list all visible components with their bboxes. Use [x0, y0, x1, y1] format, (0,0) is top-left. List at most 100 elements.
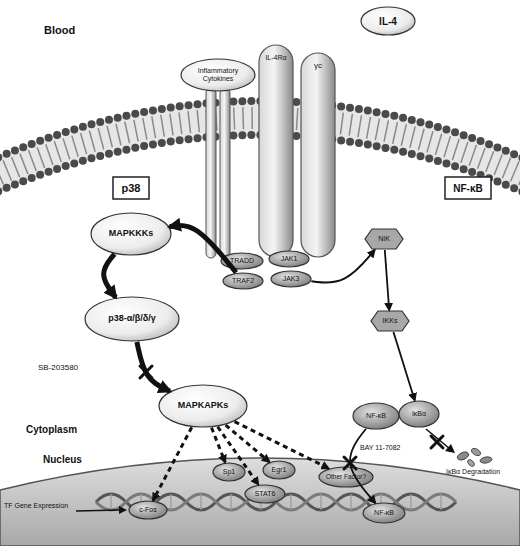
- transcription-factor: Other Factor?: [318, 466, 374, 488]
- node-outline: [445, 177, 491, 199]
- signal-arrow: [137, 342, 170, 391]
- kinase-ellipse: MAPKAPKs: [158, 384, 248, 428]
- annotation-label: BAY 11-7082: [360, 444, 422, 452]
- signal-arrow: [385, 250, 389, 310]
- node-text: IκBα: [409, 410, 429, 418]
- node-outline: [91, 213, 171, 255]
- node-outline: [85, 297, 179, 341]
- ligand-ellipse: IL-4: [360, 6, 416, 36]
- node-text: IL-4Rα: [262, 54, 289, 62]
- transcription-factor: Sp1: [212, 462, 246, 482]
- node-text: TRAF2: [229, 277, 257, 285]
- node-text: c-Fos: [136, 506, 160, 514]
- pathway-label: p38: [112, 176, 150, 200]
- receptor-chain: γc: [300, 52, 336, 258]
- signal-arrow: [311, 250, 374, 282]
- receptor-rod: [220, 88, 230, 258]
- node-text: NF-κB: [450, 183, 485, 194]
- transcription-factor: NF-κB: [352, 402, 400, 430]
- node-text: Nucleus: [40, 454, 85, 465]
- node-text: Sp1: [220, 468, 238, 476]
- node-outline: [259, 45, 293, 257]
- arrow-head: [119, 506, 127, 514]
- receptor-stalk: [206, 88, 230, 258]
- node-text: Inflammatory Cytokines: [180, 67, 256, 82]
- node-outline: [129, 501, 167, 519]
- node-shape: [258, 44, 294, 258]
- node-outline: [223, 273, 263, 289]
- kinase-ellipse: p38-α/β/δ/γ: [84, 296, 180, 342]
- node-outline: [319, 467, 373, 487]
- adaptor-protein: TRAF2: [222, 272, 264, 290]
- node-text: p38-α/β/δ/γ: [105, 314, 159, 324]
- signal-arrow: [104, 254, 116, 297]
- signal-arrow: [212, 428, 226, 463]
- inhibition-x: [344, 457, 356, 469]
- inhibitor-protein: IκBα: [398, 400, 440, 428]
- node-outline: [301, 53, 335, 257]
- arrow-head: [445, 444, 455, 453]
- node-text: IKKs: [380, 317, 401, 325]
- node-outline: [363, 503, 405, 523]
- node-outline: [213, 463, 245, 481]
- transcription-factor: c-Fos: [128, 500, 168, 520]
- node-text: MAPKAPKs: [175, 401, 232, 411]
- node-outline: [0, 458, 520, 546]
- receptor-chain: IL-4Rα: [258, 44, 294, 258]
- inhibition-x: [140, 366, 152, 378]
- adaptor-protein: JAK3: [270, 270, 312, 288]
- signal-arrow: [393, 332, 414, 400]
- annotation-label: Cytoplasm: [26, 424, 106, 435]
- dna-strand: [96, 494, 456, 510]
- arrow-shaft: [426, 429, 450, 449]
- signal-arrow: [170, 225, 236, 272]
- node-text: Other Factor?: [323, 473, 369, 480]
- pathway-label: NF-κB: [444, 176, 492, 200]
- node-outline: [245, 485, 285, 503]
- dna-rungs: [111, 494, 441, 510]
- node-shape: [300, 52, 336, 258]
- fragment: [466, 458, 475, 467]
- kinase-ellipse: MAPKKKs: [90, 212, 172, 256]
- expression-arrow: [76, 510, 120, 511]
- node-outline: [271, 271, 311, 287]
- transcription-factor: NF-κB: [362, 502, 406, 524]
- node-outline: [399, 401, 439, 427]
- kinase-hexagon: NIK: [364, 228, 404, 250]
- node-text: Egr1: [269, 466, 290, 474]
- node-text: γc: [311, 62, 325, 71]
- node-text: p38: [119, 182, 144, 194]
- signal-arrow: [235, 422, 329, 469]
- signal-arrow: [218, 427, 259, 485]
- node-text: NF-κB: [371, 509, 397, 517]
- node-text: IL-4: [376, 16, 400, 27]
- transcription-factor: STAT6: [244, 484, 286, 504]
- inhibition-x: [431, 436, 443, 448]
- protein-fragments: [456, 447, 492, 468]
- annotation-label: SB-203580: [38, 364, 108, 373]
- node-text: STAT6: [252, 490, 279, 498]
- signal-arrow: [153, 427, 192, 500]
- signal-arrow: [226, 425, 270, 462]
- ligand-ellipse: Inflammatory Cytokines: [180, 58, 256, 92]
- node-text: JAK3: [280, 275, 303, 283]
- annotation-label: Blood: [44, 24, 104, 36]
- transcription-factor: Egr1: [262, 460, 296, 480]
- node-text: NIK: [375, 235, 393, 243]
- node-outline: [113, 177, 149, 199]
- fragment: [480, 456, 493, 464]
- node-outline: [269, 251, 309, 267]
- adaptor-protein: JAK1: [268, 250, 310, 268]
- node-outline: [181, 59, 255, 91]
- node-outline: [159, 385, 247, 427]
- annotation-label: IκBα Degradation: [446, 468, 514, 476]
- annotation-label: TF Gene Expression: [4, 502, 76, 510]
- dna-strand: [96, 494, 456, 510]
- fragment: [470, 447, 482, 457]
- node-outline: [371, 311, 409, 331]
- node-outline: [353, 403, 399, 429]
- node-text: MAPKKKs: [106, 229, 157, 239]
- node-text: NF-κB: [363, 412, 389, 420]
